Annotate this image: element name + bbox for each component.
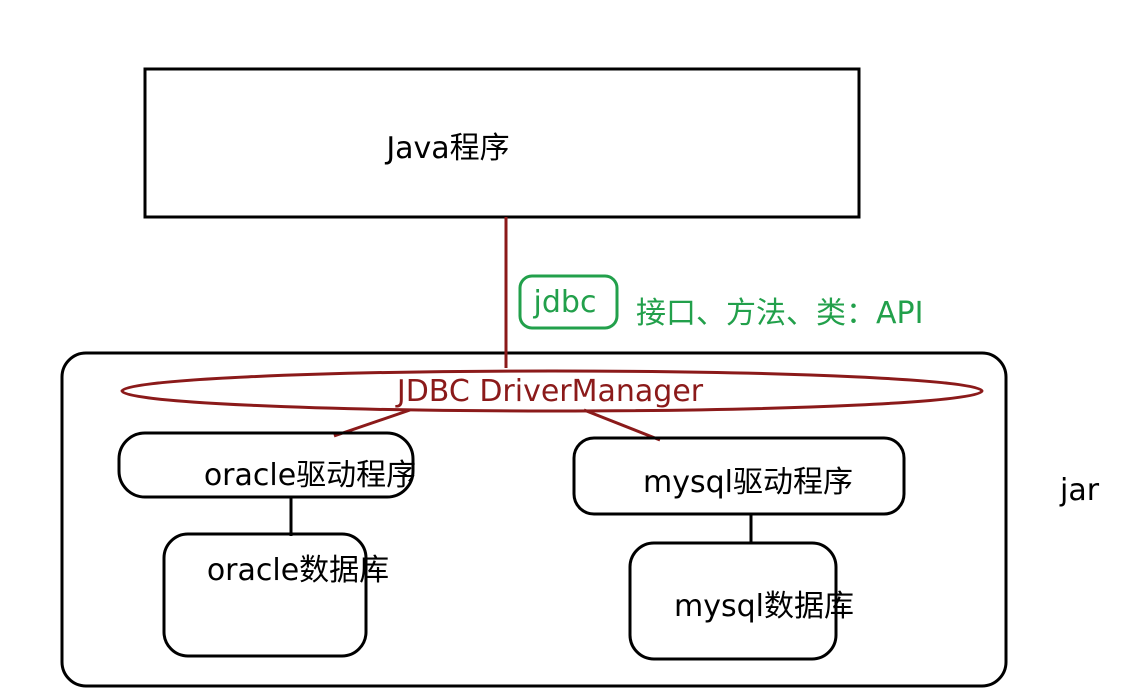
driver-manager-ellipse (120, 369, 984, 413)
oracle-db-box (162, 532, 368, 658)
driver-manager-label: JDBC DriverManager (395, 374, 704, 409)
mysql-db-box (628, 541, 838, 661)
jar-label: jar (1059, 473, 1100, 508)
java-program-box (143, 67, 861, 219)
oracle-driver-label: oracle驱动程序 (204, 458, 416, 493)
mysql-driver-label: mysql驱动程序 (643, 465, 853, 500)
jar-container-box (60, 351, 1008, 688)
mysql-driver-box (572, 436, 906, 516)
jdbc-tag-box (518, 274, 619, 330)
jdbc-tag-label: jdbc (533, 285, 597, 320)
driver-manager-to-mysql-driver-connector (583, 408, 661, 442)
mysql-db-label: mysql数据库 (674, 589, 854, 624)
oracle-db-label: oracle数据库 (207, 553, 389, 588)
java-program-label: Java程序 (384, 131, 509, 166)
api-note-label: 接口、方法、类：API (636, 296, 923, 331)
oracle-driver-box (117, 431, 415, 499)
